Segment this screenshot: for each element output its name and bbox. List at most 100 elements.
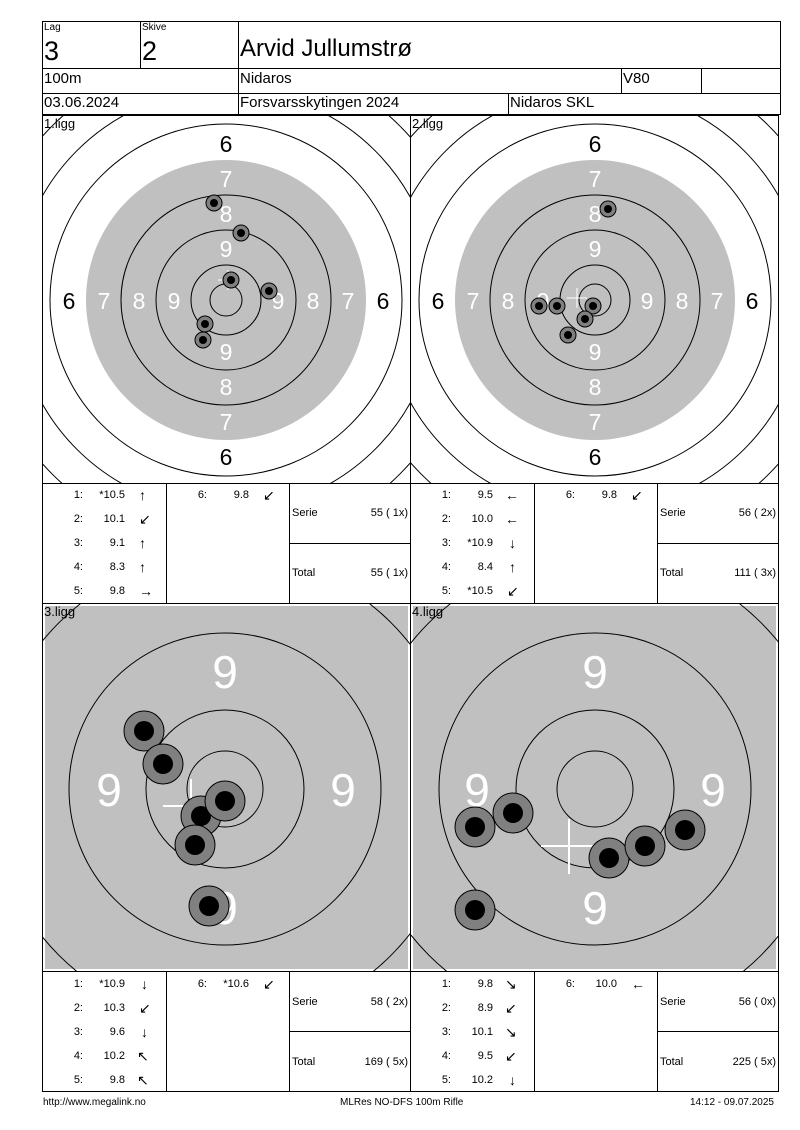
panel-label-1: 1.ligg [44,116,76,131]
inner-ten [186,750,264,828]
shooter-name: Arvid Jullumstrø [240,35,413,62]
total-label: Total [660,567,684,579]
total-value: 111 ( 3x) [734,567,776,579]
shot-2 [530,297,548,315]
shot-value: 9.8 [109,585,125,597]
ring-label-8-left: 8 [502,288,515,314]
shot-3 [584,297,602,315]
shot-value: 8.3 [109,561,125,573]
direction-arrow-icon: ↓ [509,1072,516,1088]
panel-label-4: 4.ligg [412,604,444,619]
serie-label: Serie [660,507,686,519]
shot-number: 5: [73,585,83,597]
footer-program: MLRes NO-DFS 100m Rifle [340,1097,464,1108]
divider [42,68,781,69]
club-cell: Nidaros [238,68,621,93]
club: Nidaros [240,70,292,87]
inner-ten [578,283,612,317]
event-cell: Forsvarsskytingen 2024 [238,93,508,115]
divider [657,1031,779,1032]
divider [42,93,781,94]
direction-arrow-icon: ↓ [509,535,516,551]
ring-label-7-left: 7 [98,288,111,314]
shot-1 [588,837,630,879]
shot-number: 5: [73,1074,83,1086]
direction-arrow-icon: ↘ [505,1024,517,1040]
ring-label-7-right: 7 [711,288,724,314]
divider [657,543,779,544]
ring-10 [145,709,305,869]
ring-9 [438,632,752,946]
ring-label-9-left: 9 [168,288,181,314]
organizer: Nidaros SKL [510,94,595,111]
skive-cell: Skive 2 [140,21,238,68]
direction-arrow-icon: ↙ [263,976,275,992]
direction-arrow-icon: ↓ [141,976,148,992]
shots [194,194,278,349]
score-table-1: 1: *10.5 ↑ 2: 10.1 ↙ 3: 9.1 ↑ 4: 8.3 ↑ 5… [42,484,411,604]
shot-4 [205,194,223,212]
shot-6 [194,331,212,349]
divider [621,68,622,93]
shot-value: 10.2 [471,1074,493,1086]
divider [140,21,141,68]
shot-number: 4: [441,1050,451,1062]
direction-arrow-icon: ↑ [139,487,146,503]
shot-value: 9.8 [477,978,493,990]
shot-value: 10.1 [471,1026,493,1038]
shot-value: *10.5 [467,585,493,597]
shot-number: 3: [73,537,83,549]
divider [166,484,167,603]
event-name: Forsvarsskytingen 2024 [240,94,400,111]
black-area [86,160,366,440]
shot-value: *10.6 [223,978,249,990]
ring-5 [418,123,772,477]
skive-value: 2 [142,36,158,66]
shot-number: 6: [565,978,575,990]
shot-value: *10.9 [467,537,493,549]
name-cell: Arvid Jullumstrø [238,21,778,68]
shot-number: 6: [197,978,207,990]
ring-label-7-top: 7 [220,166,233,192]
lag-cell: Lag 3 [42,21,140,68]
shot-number: 4: [441,561,451,573]
ring-label-9-bottom: 9 [589,339,602,365]
footer-url[interactable]: http://www.megalink.no [43,1097,146,1108]
direction-arrow-icon: ← [505,487,519,503]
ring-label-9-top: 9 [582,646,608,698]
date: 03.06.2024 [44,94,120,111]
distance: 100m [44,70,82,87]
shot-4 [123,710,165,752]
shot-number: 2: [441,1002,451,1014]
divider [289,1031,411,1032]
divider [166,972,167,1091]
ring-label-6-right: 6 [746,288,759,314]
total-label: Total [292,567,316,579]
shot-2 [204,780,246,822]
shot-3 [232,224,250,242]
class-cell: V80 [621,68,701,93]
shots [530,200,617,344]
divider [534,484,535,603]
shot-number: 3: [73,1026,83,1038]
shot-5 [142,743,184,785]
panel-label-2: 2.ligg [412,116,444,131]
ring-label-9-right: 9 [330,764,356,816]
ring-label-7-bottom: 7 [589,409,602,435]
divider [238,21,239,115]
shot-2 [454,889,496,931]
shot-number: 5: [441,585,451,597]
ring-label-7-top: 7 [589,166,602,192]
shot-6 [492,792,534,834]
footer-timestamp: 14:12 - 09.07.2025 [690,1097,774,1108]
target-panel-3: 9 9 9 9 3.ligg [42,603,411,972]
ring-label-8-right: 8 [307,288,320,314]
shot-value: 9.5 [477,489,493,501]
ring-label-9-right: 9 [641,288,654,314]
shot-number: 3: [441,1026,451,1038]
direction-arrow-icon: ↖ [137,1072,149,1088]
ring-label-9-bottom: 9 [220,339,233,365]
ring-10 [190,264,262,336]
ring-9 [68,632,382,946]
total-value: 55 ( 1x) [370,567,408,579]
